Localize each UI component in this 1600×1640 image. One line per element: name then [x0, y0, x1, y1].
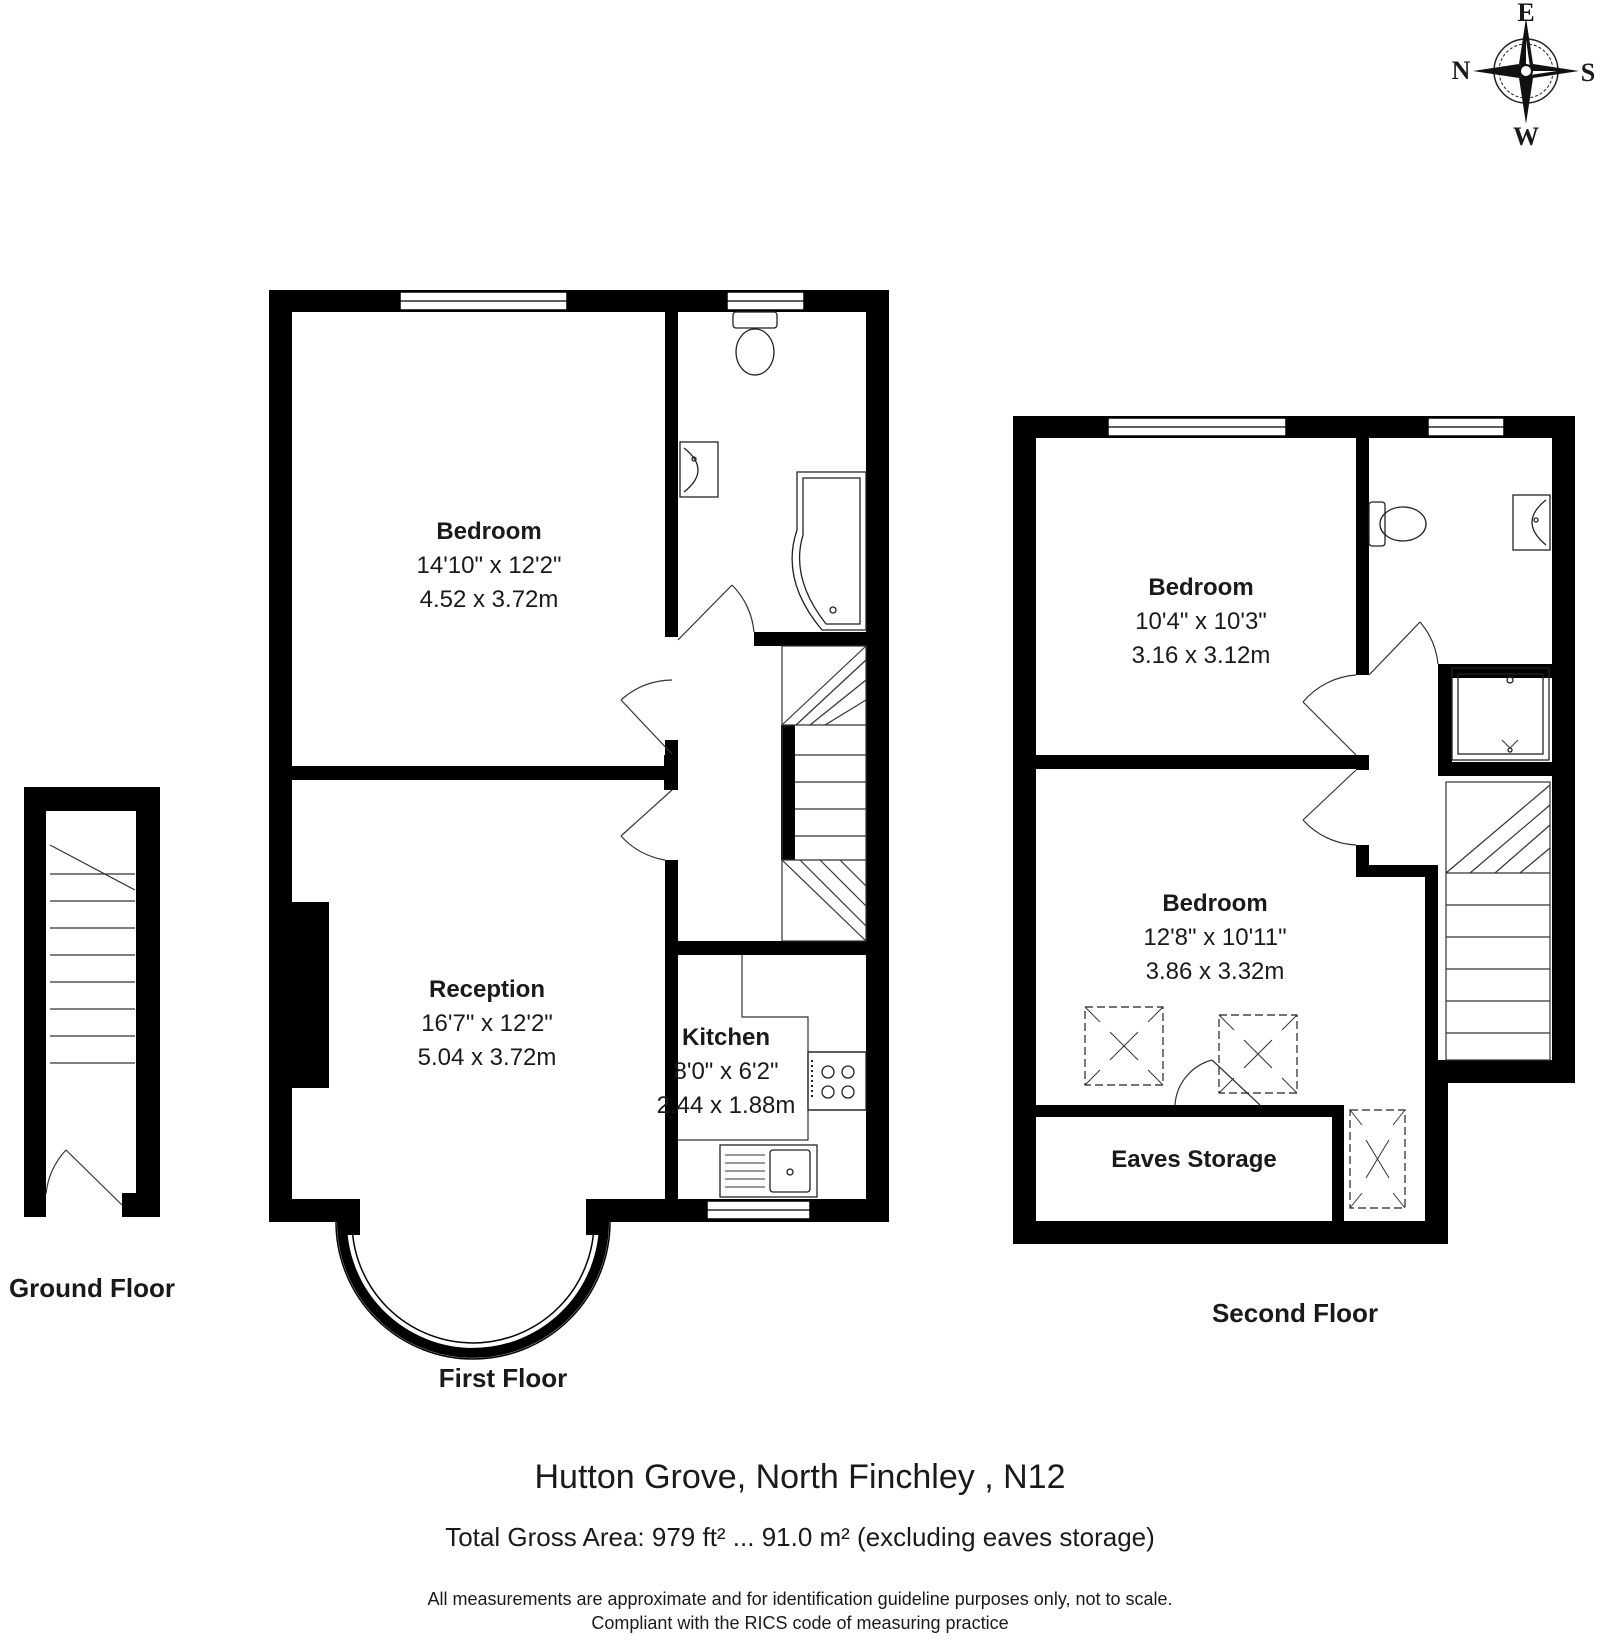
hob [807, 1051, 867, 1111]
room-name-kitchen: Kitchen [682, 1024, 770, 1051]
disclaimer: All measurements are approximate and for… [0, 1587, 1600, 1635]
room-name-eaves-storage: Eaves Storage [1111, 1146, 1276, 1173]
room-name-reception: Reception [429, 976, 545, 1003]
kitchen-sink [719, 1144, 818, 1198]
room-name-bedroom: Bedroom [1148, 574, 1253, 601]
disclaimer-line-1: All measurements are approximate and for… [427, 1589, 1173, 1609]
second-floor-stairs [1445, 781, 1551, 1061]
room-dimensions-imperial: 16'7" x 12'2" [421, 1010, 553, 1037]
floor-label-first: First Floor [439, 1363, 568, 1393]
wash-basin [1512, 494, 1551, 551]
door-swing [620, 584, 755, 861]
room-dimensions-imperial: 10'4" x 10'3" [1135, 608, 1267, 635]
wash-basin [679, 441, 719, 498]
second-floor-plan: Bedroom 10'4" x 10'3" 3.16 x 3.12m Bedro… [1013, 416, 1575, 1244]
room-dimensions-metric: 3.16 x 3.12m [1132, 642, 1271, 669]
room-dimensions-metric: 4.52 x 3.72m [420, 586, 559, 613]
compass-north-label: N [1452, 56, 1471, 85]
ground-floor-plan [24, 787, 160, 1217]
first-floor-plan: Bedroom 14'10" x 12'2" 4.52 x 3.72m Rece… [269, 290, 889, 1360]
ground-floor-stairs [49, 844, 136, 1064]
property-address: Hutton Grove, North Finchley , N12 [534, 1458, 1066, 1496]
room-dimensions-imperial: 14'10" x 12'2" [417, 552, 562, 579]
room-name-bedroom: Bedroom [1162, 890, 1267, 917]
room-dimensions-imperial: 12'8" x 10'11" [1143, 924, 1286, 951]
room-dimensions-metric: 5.04 x 3.72m [418, 1044, 557, 1071]
compass-rose: E W N S [1452, 0, 1596, 151]
room-dimensions-metric: 2.44 x 1.88m [657, 1092, 796, 1119]
skylight [1218, 1014, 1298, 1094]
room-dimensions-metric: 3.86 x 3.32m [1146, 958, 1285, 985]
total-gross-area: Total Gross Area: 979 ft² ... 91.0 m² (e… [445, 1522, 1155, 1552]
skylight [1349, 1109, 1406, 1209]
first-floor-stairs [781, 645, 867, 942]
compass-south-label: S [1581, 58, 1595, 87]
wc-toilet [732, 311, 778, 376]
door-swing [1174, 621, 1439, 1106]
compass-east-label: E [1517, 0, 1534, 27]
ground-floor-door [45, 1149, 123, 1206]
disclaimer-line-2: Compliant with the RICS code of measurin… [591, 1613, 1009, 1633]
room-name-bedroom: Bedroom [436, 518, 541, 545]
room-dimensions-imperial: 8'0" x 6'2" [674, 1058, 779, 1085]
shower-tray [1451, 667, 1550, 761]
compass-west-label: W [1513, 122, 1539, 151]
wc-toilet [1368, 501, 1427, 547]
bathtub [791, 471, 867, 631]
floor-label-ground: Ground Floor [9, 1273, 175, 1303]
bay-window [335, 1199, 611, 1360]
skylight [1084, 1006, 1164, 1086]
floor-label-second: Second Floor [1212, 1298, 1378, 1328]
